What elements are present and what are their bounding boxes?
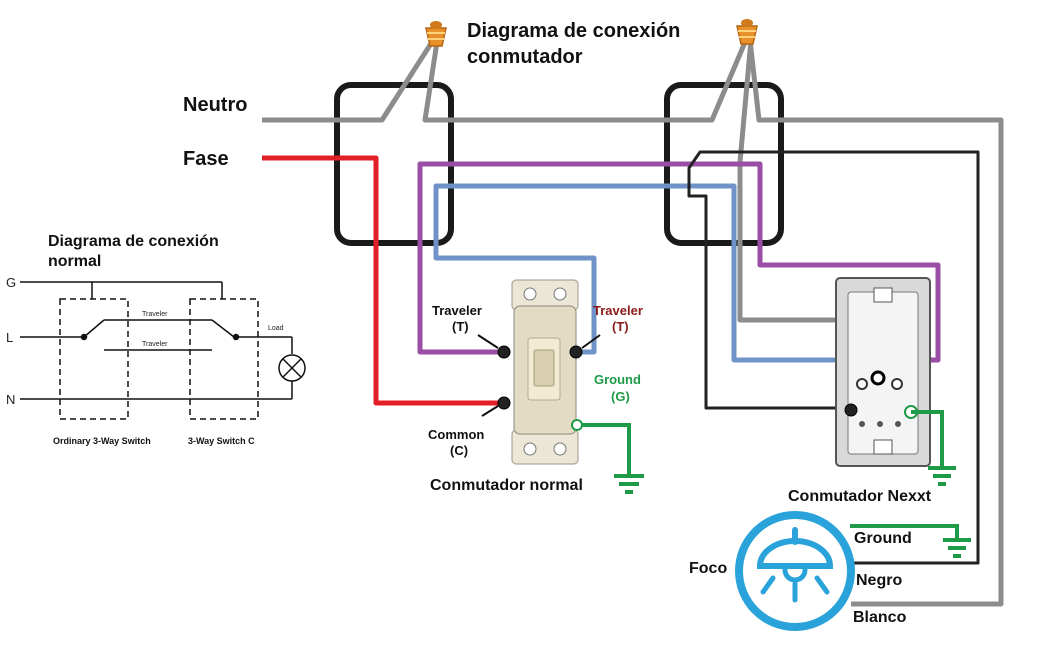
traveler-right-label-1: Traveler — [593, 303, 643, 318]
ground-label-normal-1: Ground — [594, 372, 641, 387]
ground-label-normal-2: (G) — [611, 389, 630, 404]
wire-connector-left — [425, 21, 447, 47]
phase-wire — [262, 155, 500, 406]
schematic-caption-right: 3-Way Switch C — [188, 436, 255, 446]
nexxt-switch-caption: Conmutador Nexxt — [788, 488, 932, 505]
wire-connector-right — [736, 19, 758, 45]
title-line-2: conmutador — [467, 46, 583, 68]
schematic — [20, 281, 306, 420]
title-line-1: Diagrama de conexión — [467, 20, 680, 42]
negro-label: Negro — [856, 572, 902, 589]
schematic-n-label: N — [6, 392, 15, 407]
normal-switch-arrows — [477, 334, 601, 417]
normal-switch-device — [497, 279, 583, 465]
neutro-label: Neutro — [183, 94, 247, 116]
ground-symbol-lamp — [943, 538, 971, 558]
ground-symbol-nexxt — [928, 466, 956, 486]
fase-label: Fase — [183, 148, 229, 170]
traveler-left-label-1: Traveler — [432, 303, 482, 318]
schematic-caption-left: Ordinary 3-Way Switch — [53, 436, 151, 446]
normal-title-line-1: Diagrama de conexión — [48, 233, 219, 250]
lamp-icon — [735, 511, 855, 631]
normal-title-line-2: normal — [48, 253, 101, 270]
ground-symbol-normal — [614, 474, 644, 494]
normal-switch-caption: Conmutador normal — [430, 477, 583, 494]
common-label-2: (C) — [450, 443, 468, 458]
schematic-traveler-bottom: Traveler — [142, 341, 168, 348]
return-wire — [687, 150, 980, 565]
nexxt-switch-device — [835, 277, 931, 467]
schematic-g-label: G — [6, 275, 16, 290]
ground-wires — [582, 410, 959, 538]
schematic-l-label: L — [6, 330, 13, 345]
blanco-label: Blanco — [853, 609, 907, 626]
common-label-1: Common — [428, 427, 484, 442]
foco-label: Foco — [689, 560, 727, 577]
traveler-left-label-2: (T) — [452, 319, 469, 334]
schematic-load-label: Load — [268, 325, 284, 332]
schematic-traveler-top: Traveler — [142, 311, 168, 318]
lamp-ground-label: Ground — [854, 530, 912, 547]
traveler-right-label-2: (T) — [612, 319, 629, 334]
traveler-wire-blue — [433, 183, 866, 378]
